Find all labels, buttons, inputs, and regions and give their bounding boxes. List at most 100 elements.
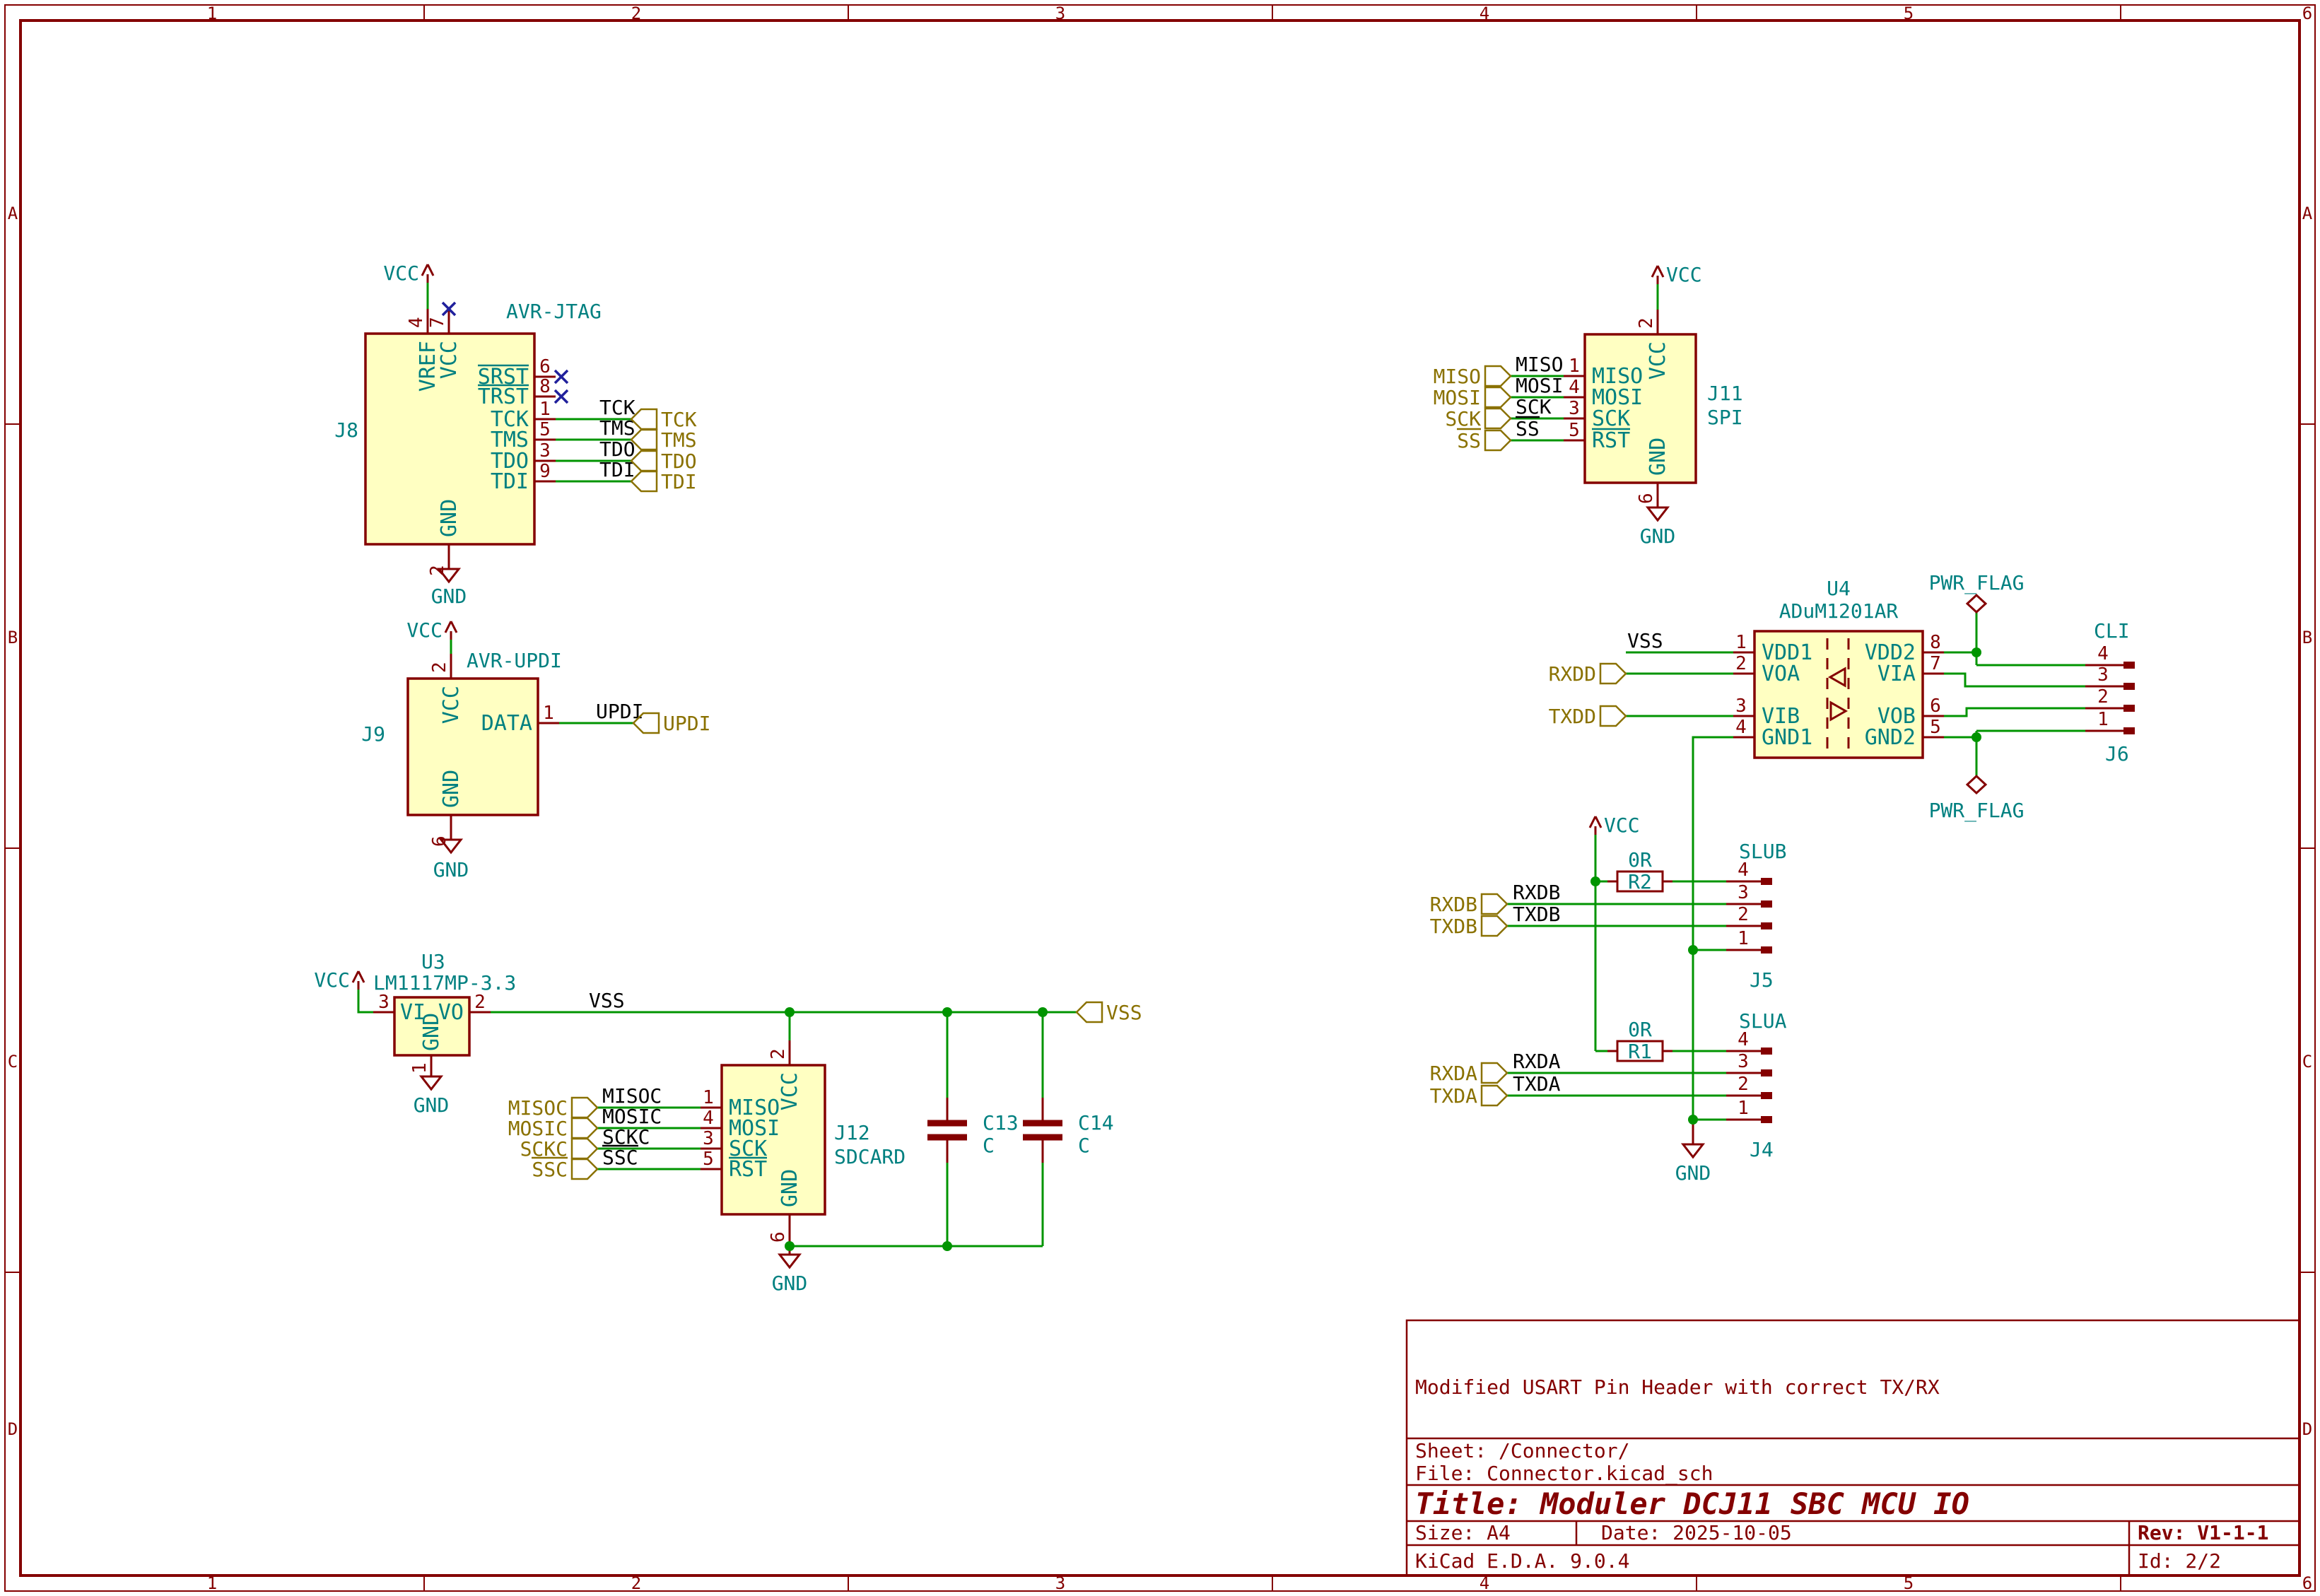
net-label-txda[interactable]: TXDA: [1513, 1072, 1561, 1096]
j8-body[interactable]: [364, 332, 536, 546]
net-label-ss[interactable]: SS: [1516, 417, 1540, 440]
tb-title[interactable]: Title: Moduler DCJ11 SBC MCU IO: [1415, 1486, 1969, 1521]
j11-value[interactable]: SPI: [1707, 406, 1743, 429]
hier-label-txdd[interactable]: TXDD: [1549, 705, 1627, 728]
net-label-mosic[interactable]: MOSIC: [602, 1105, 662, 1128]
u3-wires[interactable]: [357, 990, 1077, 1014]
hier-label-tck[interactable]: TCK: [630, 408, 697, 431]
j8-ref[interactable]: J8: [334, 418, 358, 442]
j9-wires[interactable]: [450, 640, 633, 724]
hier-label-vss[interactable]: VSS: [1075, 1001, 1142, 1024]
hier-label-txda[interactable]: TXDA: [1430, 1084, 1508, 1108]
r1-value[interactable]: 0R: [1628, 1018, 1652, 1041]
c14-value[interactable]: C: [1078, 1134, 1090, 1157]
j6-value[interactable]: CLI: [2094, 619, 2130, 642]
component-j4[interactable]: SLUA J4 4 3 2 1: [1726, 1009, 1787, 1161]
hier-label-rxdb[interactable]: RXDB: [1430, 893, 1508, 916]
component-j8[interactable]: J8 AVR-JTAG 4 7 VREF VCC SRST TRST TCK T…: [334, 300, 602, 576]
gnd-label[interactable]: GND: [431, 585, 467, 608]
j4-value[interactable]: SLUA: [1739, 1009, 1787, 1033]
net-label-txdb[interactable]: TXDB: [1513, 903, 1560, 926]
hier-label-sck[interactable]: SCK: [1445, 407, 1512, 430]
j8-wires[interactable]: [426, 283, 631, 483]
power-symbol-vcc[interactable]: VCC: [383, 262, 435, 285]
vcc-label[interactable]: VCC: [314, 968, 350, 992]
power-symbol-gnd[interactable]: GND: [772, 1246, 808, 1295]
hier-label-updi[interactable]: UPDI: [632, 712, 710, 735]
hier-label-mosi[interactable]: MOSI: [1434, 386, 1512, 409]
tb-file[interactable]: File: Connector.kicad_sch: [1415, 1462, 1713, 1486]
gnd-label[interactable]: GND: [433, 858, 469, 881]
pwr-flag-label[interactable]: PWR_FLAG: [1929, 799, 2025, 823]
vcc-label[interactable]: VCC: [1604, 814, 1640, 837]
power-symbol-pwr-flag[interactable]: PWR_FLAG: [1929, 571, 2025, 614]
net-label-ssc[interactable]: SSC: [602, 1146, 638, 1169]
net-label-miso[interactable]: MISO: [1516, 353, 1563, 376]
j11-wires[interactable]: [1511, 284, 1659, 442]
net-label-vss[interactable]: VSS: [1627, 629, 1663, 652]
j8-value[interactable]: AVR-JTAG: [506, 300, 602, 323]
vcc-label[interactable]: VCC: [383, 262, 419, 285]
hier-label-miso[interactable]: MISO: [1434, 365, 1512, 388]
component-c14[interactable]: C14 C: [1023, 1012, 1114, 1246]
net-label-rxdb[interactable]: RXDB: [1513, 881, 1560, 904]
tb-id[interactable]: Id: 2/2: [2138, 1549, 2221, 1573]
vcc-label[interactable]: VCC: [1666, 263, 1702, 286]
c13-ref[interactable]: C13: [983, 1111, 1019, 1134]
r2-ref[interactable]: R2: [1628, 870, 1652, 893]
tb-date[interactable]: Date: 2025-10-05: [1601, 1521, 1792, 1544]
tb-sheet[interactable]: Sheet: /Connector/: [1415, 1439, 1629, 1462]
net-label-mosi[interactable]: MOSI: [1516, 374, 1563, 397]
gnd-label[interactable]: GND: [1675, 1161, 1711, 1185]
net-label-rxda[interactable]: RXDA: [1513, 1050, 1561, 1073]
hier-label-ssc[interactable]: SSC: [532, 1156, 599, 1181]
component-j6[interactable]: CLI J6 4 3 2 1: [2085, 619, 2135, 765]
u4-value[interactable]: ADuM1201AR: [1779, 599, 1899, 623]
u3-value[interactable]: LM1117MP-3.3: [373, 971, 516, 994]
j5-ref[interactable]: J5: [1750, 968, 1774, 992]
component-j11[interactable]: J11 SPI 2 VCC MISO MOSI SCK RST 1 4 3 5 …: [1564, 310, 1743, 507]
j5-wires[interactable]: [1507, 835, 1726, 1051]
hier-label-rxda[interactable]: RXDA: [1430, 1062, 1508, 1085]
component-r1[interactable]: 0R R1: [1607, 1018, 1672, 1063]
j5-value[interactable]: SLUB: [1739, 840, 1786, 863]
power-symbol-gnd[interactable]: GND: [1640, 506, 1676, 548]
hier-label-mosic[interactable]: MOSIC: [508, 1117, 599, 1140]
j9-value[interactable]: AVR-UPDI: [467, 649, 562, 672]
power-symbol-gnd[interactable]: GND: [431, 568, 467, 608]
j9-body[interactable]: [406, 677, 539, 816]
net-label-updi[interactable]: UPDI: [596, 700, 643, 723]
net-label-misoc[interactable]: MISOC: [602, 1084, 662, 1108]
u4-body[interactable]: [1753, 630, 1924, 759]
net-label-sck[interactable]: SCK: [1516, 395, 1552, 418]
net-label-tms[interactable]: TMS: [599, 416, 635, 440]
c14-ref[interactable]: C14: [1078, 1111, 1114, 1134]
hier-label-ss[interactable]: SS: [1457, 428, 1512, 452]
hier-label-misoc[interactable]: MISOC: [508, 1096, 599, 1120]
j11-body[interactable]: [1583, 333, 1697, 484]
hier-label-sckc[interactable]: SCKC: [520, 1137, 599, 1161]
hier-label-rxdd[interactable]: RXDD: [1549, 662, 1627, 686]
power-symbol-vcc[interactable]: VCC: [1588, 814, 1640, 837]
r1-ref[interactable]: R1: [1628, 1040, 1652, 1063]
j11-ref[interactable]: J11: [1707, 382, 1743, 405]
j4-wires[interactable]: [1507, 1050, 1726, 1121]
gnd-label[interactable]: GND: [414, 1093, 450, 1117]
vcc-label[interactable]: VCC: [406, 618, 443, 642]
title-block[interactable]: Modified USART Pin Header with correct T…: [1405, 1319, 2301, 1577]
component-r2[interactable]: 0R R2: [1607, 848, 1672, 893]
r2-value[interactable]: 0R: [1628, 848, 1652, 872]
power-symbol-gnd[interactable]: GND: [433, 838, 469, 881]
hier-label-tms[interactable]: TMS: [630, 428, 697, 452]
j6-ref[interactable]: J6: [2105, 742, 2129, 765]
net-label-tck[interactable]: TCK: [599, 396, 635, 419]
power-symbol-pwr-flag[interactable]: PWR_FLAG: [1929, 774, 2025, 823]
power-symbol-vcc[interactable]: VCC: [314, 968, 365, 992]
j12-value[interactable]: SDCARD: [834, 1145, 906, 1168]
component-j9[interactable]: J9 AVR-UPDI 2 VCC DATA 1 6 GND: [361, 649, 562, 847]
hier-label-tdi[interactable]: TDI: [630, 470, 697, 493]
net-label-sckc[interactable]: SCKC: [602, 1125, 650, 1149]
power-symbol-vcc[interactable]: VCC: [1651, 263, 1702, 286]
component-u4[interactable]: U4 ADuM1201AR VDD1 VOA VIB GND1 VDD2 VIA…: [1733, 577, 1944, 759]
